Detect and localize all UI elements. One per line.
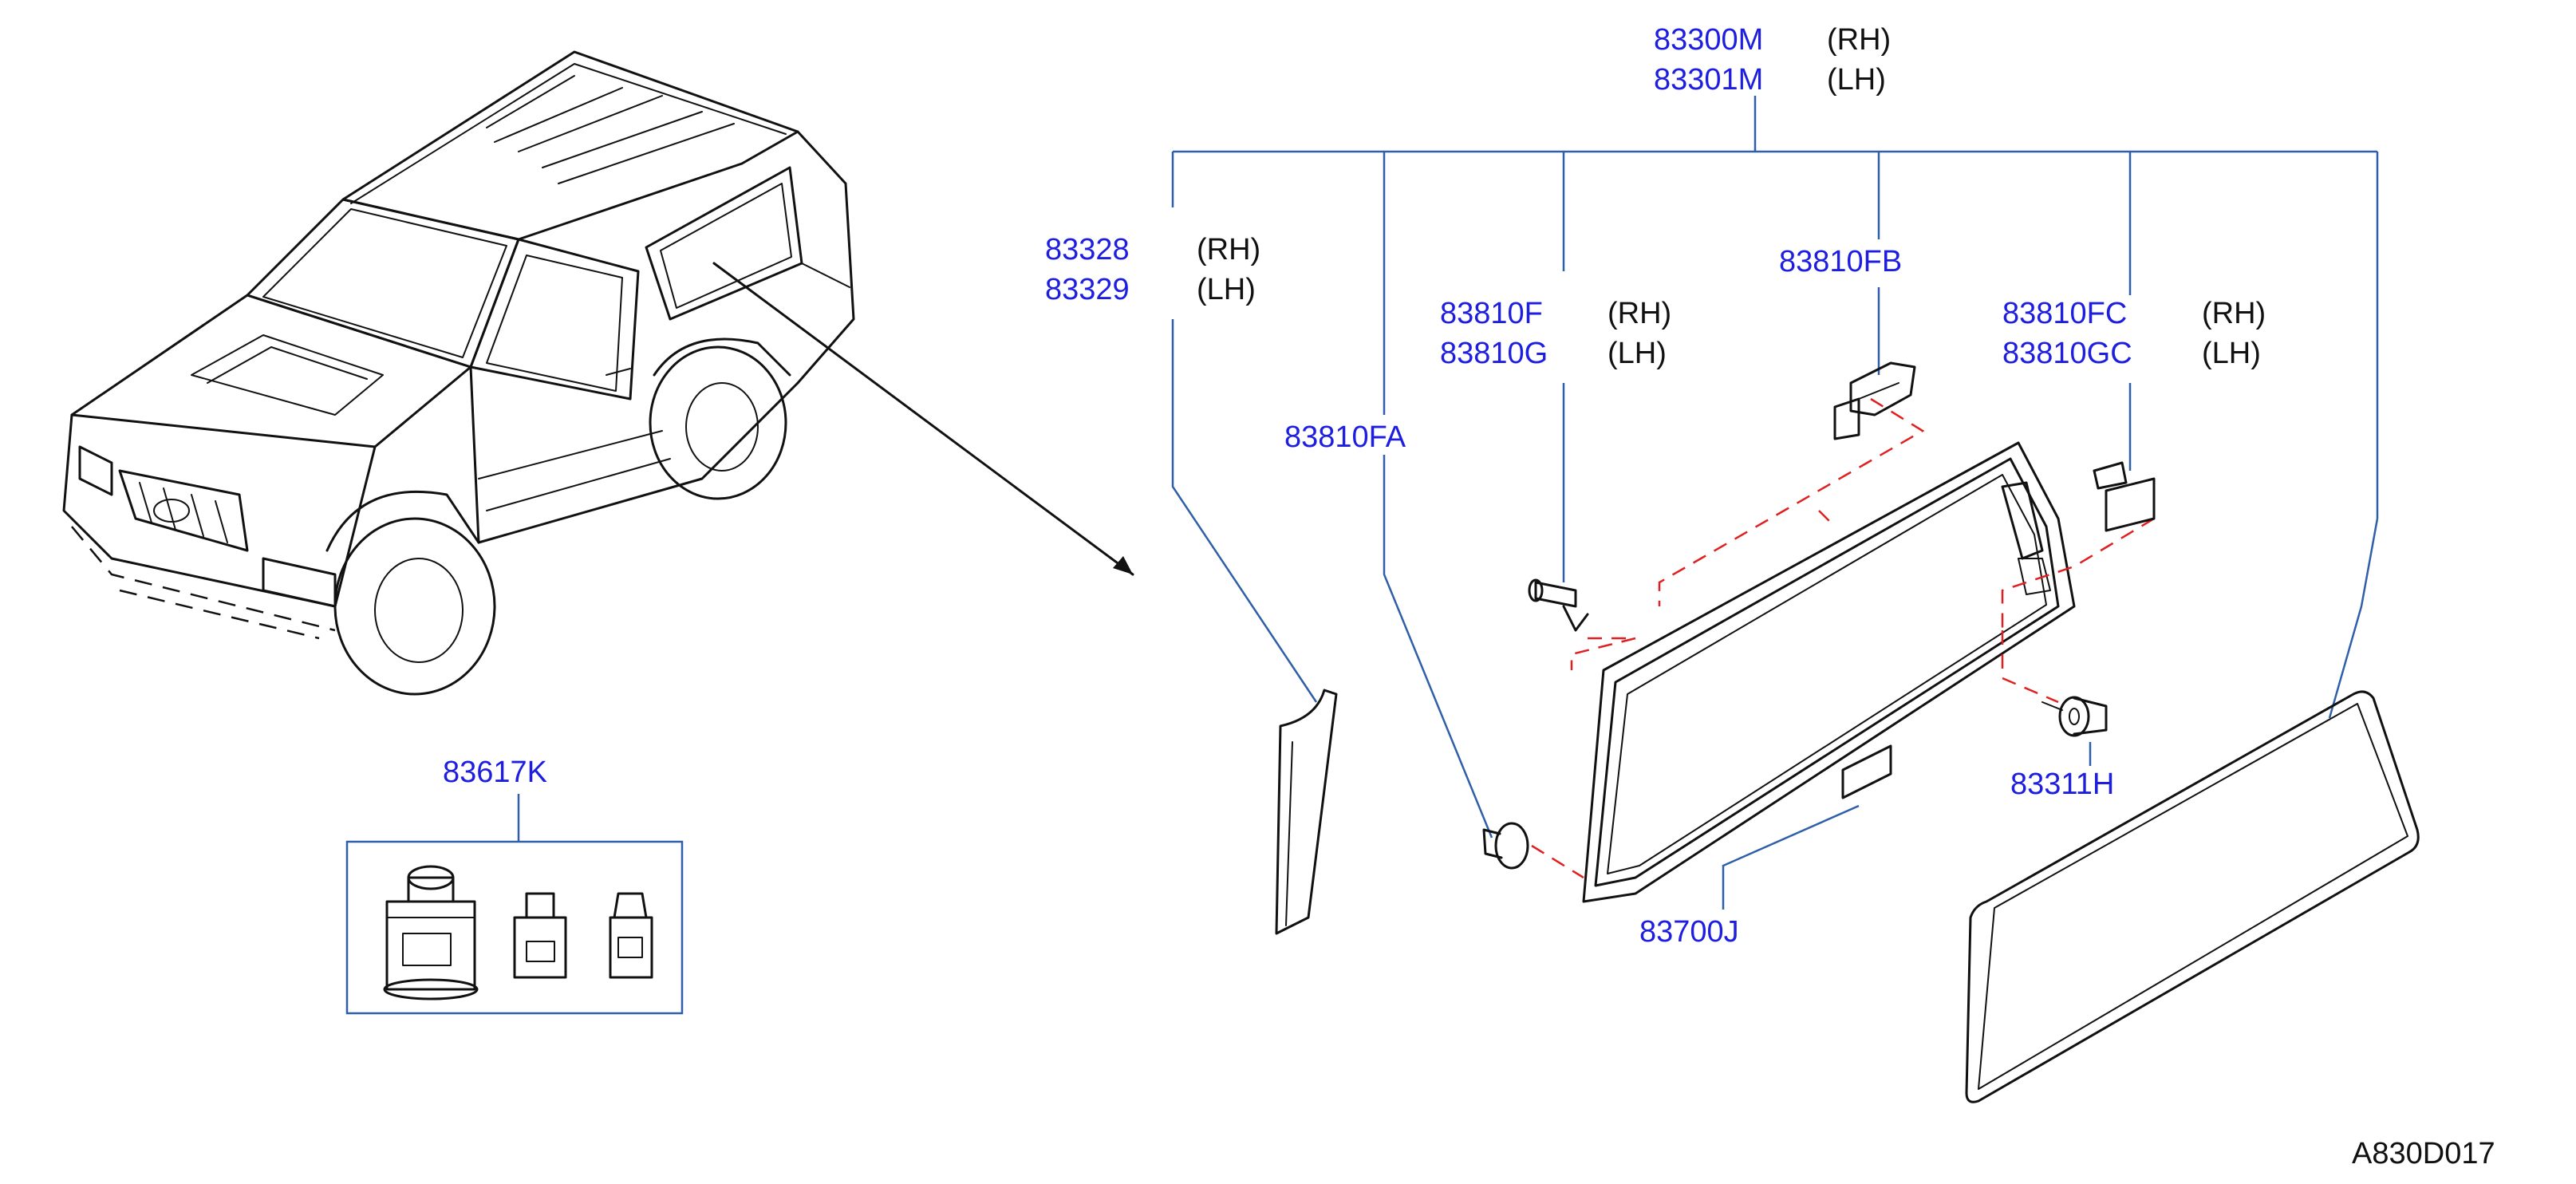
label-part-83700j: 83700J (1639, 915, 1739, 949)
label-part-83311h: 83311H (2010, 768, 2114, 801)
clip-kit-box (345, 840, 684, 1015)
label-part-83300m: 83300M (1654, 23, 1763, 57)
fastener-f-part (1528, 578, 1589, 632)
finisher-part (1275, 689, 1338, 935)
clip-311h-part (2041, 696, 2108, 737)
label-part-83810f: 83810F (1440, 297, 1543, 330)
callout-leaders (517, 96, 2379, 910)
label-side-83810g: (LH) (1608, 337, 1667, 370)
label-side-83810gc: (LH) (2202, 337, 2261, 370)
bracket-fb-part (1833, 361, 1916, 440)
label-side-83810f: (RH) (1608, 297, 1671, 330)
glass-frame-part (1531, 397, 2155, 903)
label-part-83329: 83329 (1045, 273, 1130, 306)
label-side-83329: (LH) (1197, 273, 1256, 306)
clip-fa-part (1482, 822, 1529, 870)
label-part-83810fb: 83810FB (1779, 245, 1902, 278)
label-part-83328: 83328 (1045, 233, 1130, 266)
label-side-83300m: (RH) (1827, 23, 1891, 57)
clip-kit-small-clip-2 (609, 892, 653, 979)
label-side-83301m: (LH) (1827, 63, 1886, 97)
clip-kit-small-clip-1 (513, 892, 567, 979)
clip-kit-large-clip (383, 865, 479, 1000)
label-part-83810fa: 83810FA (1284, 420, 1406, 454)
label-side-83810fc: (RH) (2202, 297, 2266, 330)
quarter-glass-part (1965, 690, 2420, 1103)
label-part-83301m: 83301M (1654, 63, 1763, 97)
label-side-83328: (RH) (1197, 233, 1260, 266)
label-part-83617k: 83617K (443, 756, 547, 789)
label-part-83810fc: 83810FC (2002, 297, 2127, 330)
label-part-83810gc: 83810GC (2002, 337, 2132, 370)
fastener-fc-part (2093, 461, 2156, 532)
figure-code: A830D017 (2352, 1137, 2495, 1170)
vehicle-illustration (62, 50, 1134, 696)
label-part-83810g: 83810G (1440, 337, 1548, 370)
